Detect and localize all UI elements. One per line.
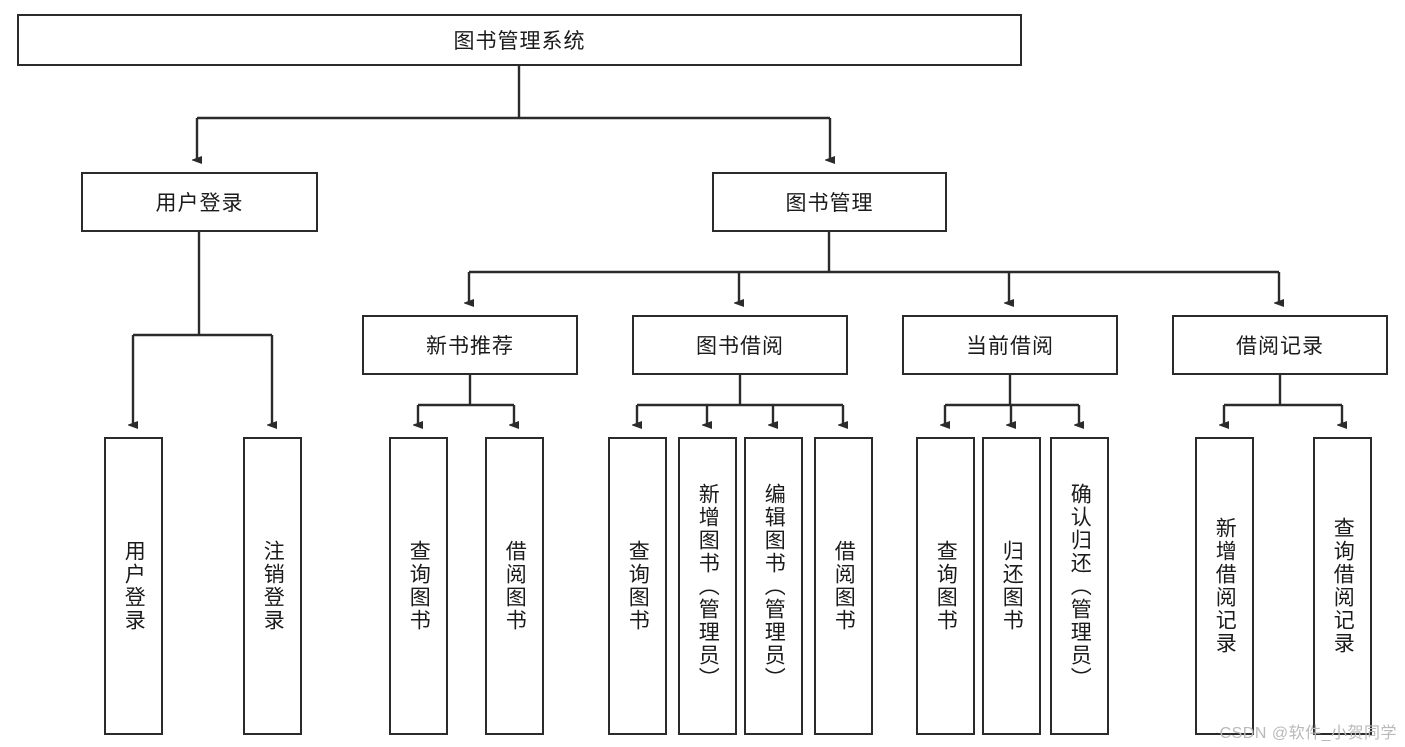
node-leaf-confirm-return-label: 确认归还（管理员） bbox=[1068, 482, 1092, 690]
node-user-login-label: 用户登录 bbox=[155, 192, 244, 215]
node-leaf-logout-label: 注销登录 bbox=[261, 540, 285, 632]
node-leaf-edit-book[interactable]: 编辑图书（管理员） bbox=[744, 437, 803, 735]
node-leaf-query-book-current-label: 查询图书 bbox=[934, 540, 958, 632]
node-book-manage-label: 图书管理 bbox=[785, 192, 874, 215]
node-book-manage[interactable]: 图书管理 bbox=[712, 172, 947, 232]
node-borrow-record-label: 借阅记录 bbox=[1236, 335, 1324, 358]
node-leaf-query-book-current[interactable]: 查询图书 bbox=[916, 437, 975, 735]
node-leaf-user-login-label: 用户登录 bbox=[122, 540, 146, 632]
node-leaf-return-book-label: 归还图书 bbox=[1000, 540, 1024, 632]
node-leaf-logout[interactable]: 注销登录 bbox=[243, 437, 302, 735]
node-leaf-confirm-return[interactable]: 确认归还（管理员） bbox=[1050, 437, 1109, 735]
node-book-borrow-label: 图书借阅 bbox=[696, 335, 784, 358]
node-leaf-return-book[interactable]: 归还图书 bbox=[982, 437, 1041, 735]
node-leaf-add-book-label: 新增图书（管理员） bbox=[696, 482, 720, 690]
node-leaf-add-borrow-record[interactable]: 新增借阅记录 bbox=[1195, 437, 1254, 735]
node-leaf-query-book-newbook[interactable]: 查询图书 bbox=[389, 437, 448, 735]
node-leaf-edit-book-label: 编辑图书（管理员） bbox=[762, 482, 786, 690]
node-root[interactable]: 图书管理系统 bbox=[17, 14, 1022, 66]
node-user-login[interactable]: 用户登录 bbox=[81, 172, 318, 232]
node-leaf-borrow-book-newbook[interactable]: 借阅图书 bbox=[485, 437, 544, 735]
node-leaf-user-login[interactable]: 用户登录 bbox=[104, 437, 163, 735]
node-root-label: 图书管理系统 bbox=[453, 30, 586, 53]
node-leaf-borrow-book-label: 借阅图书 bbox=[832, 540, 856, 632]
node-leaf-borrow-book[interactable]: 借阅图书 bbox=[814, 437, 873, 735]
node-new-book-recommend[interactable]: 新书推荐 bbox=[362, 315, 578, 375]
node-leaf-query-borrow-record[interactable]: 查询借阅记录 bbox=[1313, 437, 1372, 735]
node-current-borrow-label: 当前借阅 bbox=[966, 335, 1054, 358]
node-new-book-recommend-label: 新书推荐 bbox=[426, 335, 514, 358]
node-leaf-query-book-newbook-label: 查询图书 bbox=[407, 540, 431, 632]
node-borrow-record[interactable]: 借阅记录 bbox=[1172, 315, 1388, 375]
node-leaf-query-book-borrow-label: 查询图书 bbox=[626, 540, 650, 632]
node-current-borrow[interactable]: 当前借阅 bbox=[902, 315, 1118, 375]
node-leaf-query-book-borrow[interactable]: 查询图书 bbox=[608, 437, 667, 735]
node-leaf-borrow-book-newbook-label: 借阅图书 bbox=[503, 540, 527, 632]
node-leaf-add-borrow-record-label: 新增借阅记录 bbox=[1213, 517, 1237, 655]
node-book-borrow[interactable]: 图书借阅 bbox=[632, 315, 848, 375]
node-leaf-query-borrow-record-label: 查询借阅记录 bbox=[1331, 517, 1355, 655]
node-leaf-add-book[interactable]: 新增图书（管理员） bbox=[678, 437, 737, 735]
